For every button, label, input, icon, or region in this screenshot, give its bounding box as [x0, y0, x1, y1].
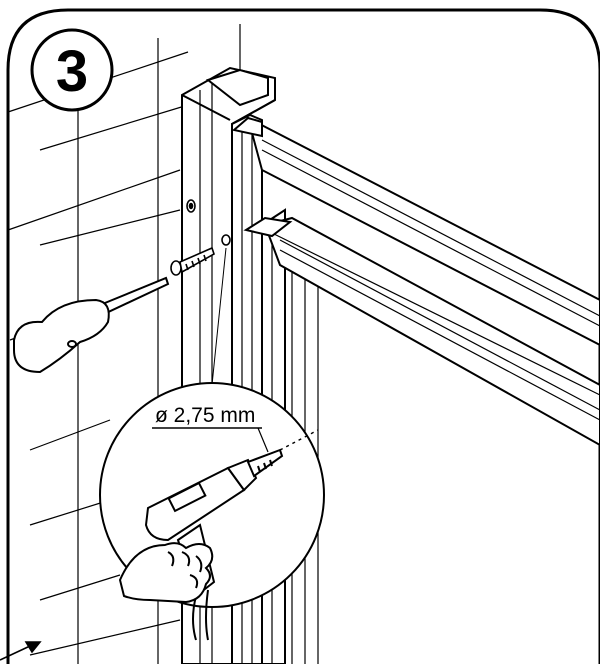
screw-holes — [186, 199, 231, 246]
panel-frame — [6, 8, 600, 664]
step-number: 3 — [56, 39, 88, 104]
drill-guide-line — [211, 247, 227, 386]
door-rail — [243, 216, 600, 447]
screw-icon — [170, 246, 215, 276]
drill-callout: ø 2,75 mm — [99, 382, 325, 641]
drill-diameter-label: ø 2,75 mm — [155, 404, 255, 427]
step-badge-icon: 3 — [30, 28, 114, 112]
hand-icon — [118, 542, 214, 604]
screwdriver-icon — [13, 276, 170, 374]
arrow-icon — [0, 641, 42, 661]
top-rail — [231, 116, 600, 347]
